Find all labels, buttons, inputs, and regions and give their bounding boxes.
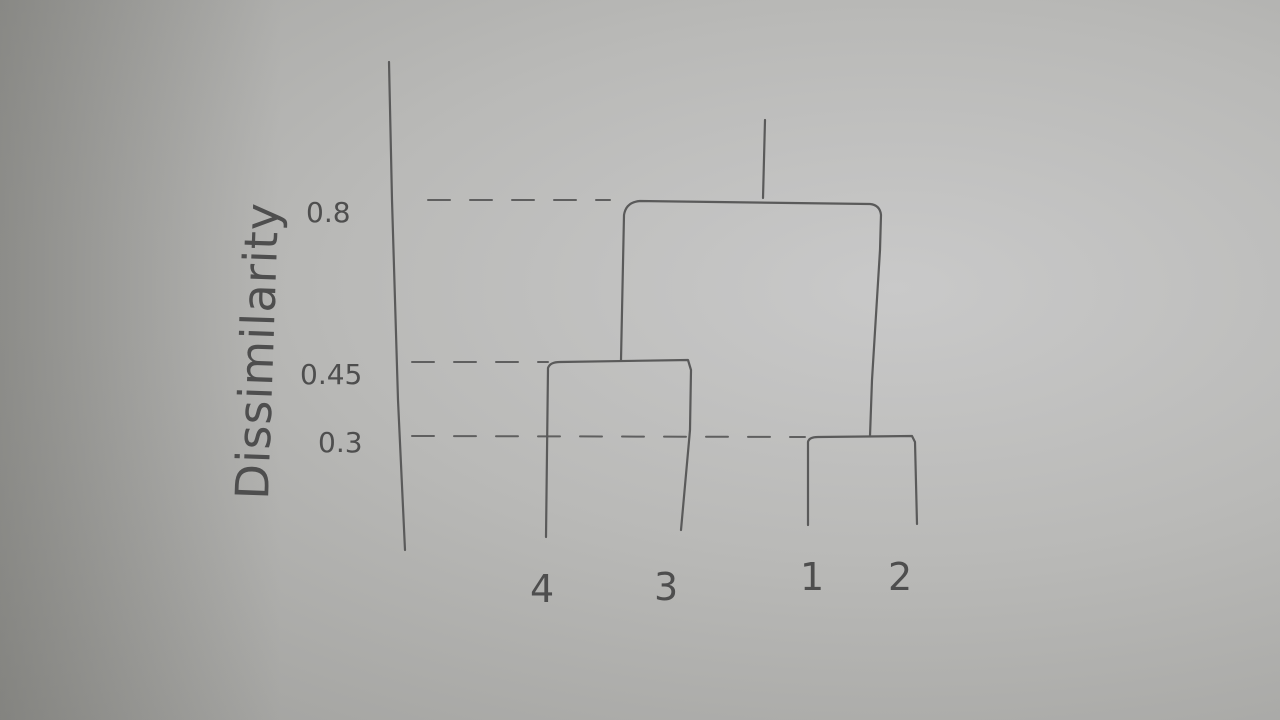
merge-4-3 [544,358,693,539]
merge-1-2 [806,434,919,527]
leaf-label-2: 2 [888,555,912,599]
y-axis-label: Dissimilarity [225,201,289,500]
tick-label-0.8: 0.8 [306,196,351,229]
tick-label-0.3: 0.3 [318,426,363,459]
root-stem [761,118,767,200]
leaf-label-3: 3 [654,565,678,609]
reference-line-0.3 [411,435,806,438]
leaf-label-4: 4 [530,567,554,611]
y-axis-line [387,60,407,552]
tick-label-0.45: 0.45 [300,358,362,391]
leaf-label-1: 1 [800,555,824,599]
merge-root [619,199,883,438]
